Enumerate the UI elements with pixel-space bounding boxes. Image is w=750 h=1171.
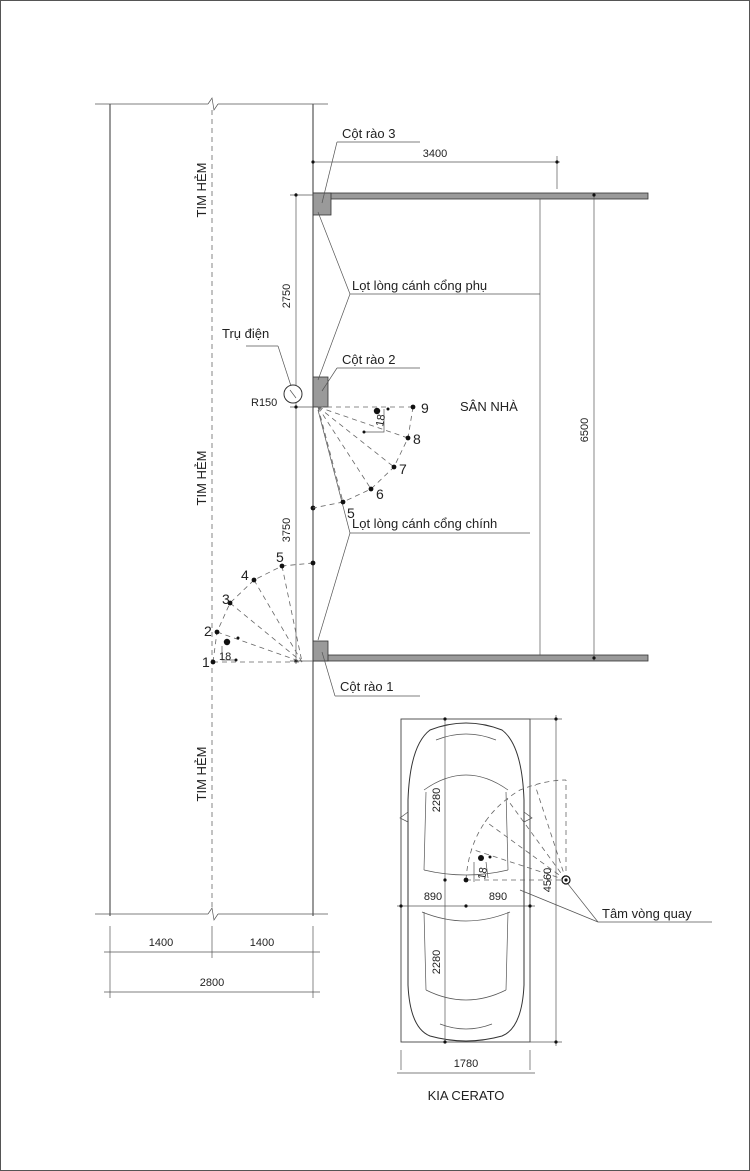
lower-point-4: 4 (241, 567, 249, 583)
gate-width-dimension: 3400 (311, 148, 560, 189)
turning-center-label: Tâm vòng quay (602, 906, 692, 921)
annotations: Cột rào 3 Cột rào 2 Cột rào 1 Lọt lòng c… (317, 126, 540, 697)
fence-post-2 (312, 376, 329, 408)
alley-center-label-mid: TIM HẺM (194, 451, 209, 506)
fence-post-3 (312, 192, 332, 216)
dim-car-width: 1780 (454, 1058, 478, 1070)
lower-point-2: 2 (204, 623, 212, 639)
alley-center-label-top: TIM HẺM (194, 163, 209, 218)
car-angle-label: 18 (476, 866, 490, 880)
main-gate-clearance-label: Lọt lòng cánh cổng chính (352, 516, 497, 531)
dim-car-half-right: 890 (489, 891, 507, 903)
lower-point-3: 3 (222, 591, 230, 607)
gate-vertical-dimensions: 2750 3750 (281, 193, 313, 664)
dim-car-half-left: 890 (424, 891, 442, 903)
dim-alley-total: 2800 (200, 977, 224, 989)
yard-label: SÂN NHÀ (460, 399, 518, 414)
dim-gate-width: 3400 (423, 148, 447, 160)
car-body (407, 722, 525, 1042)
dim-car-front: 2280 (431, 788, 443, 812)
upper-point-9: 9 (421, 400, 429, 416)
lower-point-1: 1 (202, 654, 210, 670)
fence-post-1-label: Cột rào 1 (340, 679, 393, 694)
upper-point-6: 6 (376, 486, 384, 502)
upper-point-7: 7 (399, 461, 407, 477)
house-walls (312, 192, 649, 662)
dim-alley-half-right: 1400 (250, 937, 274, 949)
fence-post-1 (312, 640, 329, 662)
dim-side-gate: 2750 (281, 284, 293, 308)
fence-post-3-label: Cột rào 3 (342, 126, 395, 141)
alley-dimensions: 1400 1400 2800 (104, 926, 320, 998)
car-bounding-box (400, 718, 531, 1043)
utility-pole: Trụ điện R150 (222, 326, 303, 409)
lower-turning-path: 18 1 2 3 4 5 (202, 505, 316, 670)
car-model-label: KIA CERATO (428, 1088, 505, 1103)
fence-wall-top (312, 192, 649, 200)
dim-main-gate: 3750 (281, 518, 293, 542)
dim-alley-half-left: 1400 (149, 937, 173, 949)
upper-point-8: 8 (413, 431, 421, 447)
upper-angle-label: 18 (374, 413, 388, 427)
upper-turning-path: 18 9 8 7 6 5 (312, 400, 429, 521)
lower-angle-label: 18 (219, 651, 231, 663)
dim-car-rear: 2280 (431, 950, 443, 974)
alley-center-label-bottom: TIM HẺM (194, 747, 209, 802)
dim-yard-depth: 6500 (579, 418, 591, 442)
lower-point-5: 5 (276, 549, 284, 565)
side-gate-clearance-label: Lọt lòng cánh cổng phụ (352, 278, 487, 293)
fence-wall-bottom (312, 654, 649, 662)
yard-depth-dimension: 6500 (579, 193, 596, 661)
utility-pole-label: Trụ điện (222, 326, 269, 341)
fence-post-2-label: Cột rào 2 (342, 352, 395, 367)
car-diagram: 2280 2280 4560 890 890 1780 KIA CERATO 1… (397, 715, 712, 1103)
utility-pole-radius: R150 (251, 397, 277, 409)
upper-point-5: 5 (347, 505, 355, 521)
alley: TIM HẺM TIM HẺM TIM HẺM (95, 97, 328, 921)
